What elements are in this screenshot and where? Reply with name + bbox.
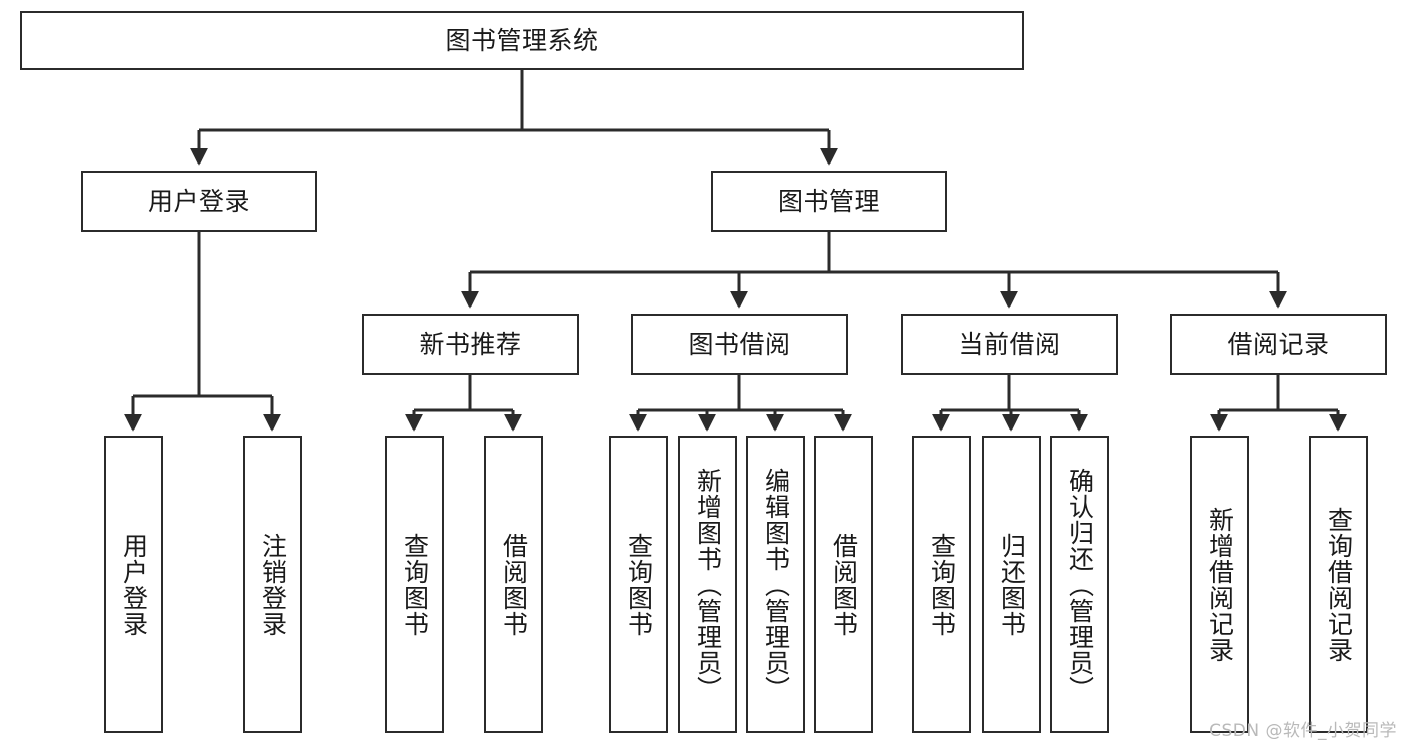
leaf-query-book-new-label: 查询图书 [400, 532, 430, 637]
node-current-borrow-label: 当前借阅 [958, 329, 1061, 359]
leaf-add-borrow-record[interactable]: 新增借阅记录 [1190, 436, 1249, 733]
leaf-return-book-label: 归还图书 [997, 532, 1027, 637]
leaf-query-book-borrow-label: 查询图书 [624, 532, 654, 637]
leaf-edit-book-admin-label: 编辑图书（管理员） [761, 467, 791, 702]
leaf-user-login[interactable]: 用户登录 [104, 436, 163, 733]
node-book-manage-label: 图书管理 [777, 186, 880, 216]
leaf-logout-login[interactable]: 注销登录 [243, 436, 302, 733]
leaf-logout-login-label: 注销登录 [258, 532, 288, 637]
leaf-confirm-return[interactable]: 确认归还（管理员） [1050, 436, 1109, 733]
node-user-login-label: 用户登录 [147, 186, 250, 216]
node-root-label: 图书管理系统 [445, 25, 599, 55]
leaf-borrow-book-new[interactable]: 借阅图书 [484, 436, 543, 733]
leaf-query-book-current[interactable]: 查询图书 [912, 436, 971, 733]
node-borrow-record[interactable]: 借阅记录 [1170, 314, 1387, 375]
leaf-confirm-return-label: 确认归还（管理员） [1065, 467, 1095, 702]
leaf-edit-book-admin[interactable]: 编辑图书（管理员） [746, 436, 805, 733]
node-book-borrow[interactable]: 图书借阅 [631, 314, 848, 375]
leaf-add-book-admin-label: 新增图书（管理员） [693, 467, 723, 702]
node-book-borrow-label: 图书借阅 [688, 329, 791, 359]
leaf-borrow-book-label: 借阅图书 [829, 532, 859, 637]
leaf-query-book-current-label: 查询图书 [927, 532, 957, 637]
leaf-user-login-label: 用户登录 [119, 532, 149, 637]
leaf-query-borrow-record[interactable]: 查询借阅记录 [1309, 436, 1368, 733]
node-root[interactable]: 图书管理系统 [20, 11, 1024, 70]
node-book-manage[interactable]: 图书管理 [711, 171, 947, 232]
leaf-query-borrow-record-label: 查询借阅记录 [1324, 506, 1354, 663]
leaf-add-borrow-record-label: 新增借阅记录 [1205, 506, 1235, 663]
leaf-borrow-book-new-label: 借阅图书 [499, 532, 529, 637]
node-current-borrow[interactable]: 当前借阅 [901, 314, 1118, 375]
leaf-query-book-new[interactable]: 查询图书 [385, 436, 444, 733]
leaf-add-book-admin[interactable]: 新增图书（管理员） [678, 436, 737, 733]
node-borrow-record-label: 借阅记录 [1227, 329, 1330, 359]
leaf-borrow-book[interactable]: 借阅图书 [814, 436, 873, 733]
leaf-return-book[interactable]: 归还图书 [982, 436, 1041, 733]
leaf-query-book-borrow[interactable]: 查询图书 [609, 436, 668, 733]
node-user-login[interactable]: 用户登录 [81, 171, 317, 232]
node-new-book-recommend-label: 新书推荐 [419, 329, 522, 359]
node-new-book-recommend[interactable]: 新书推荐 [362, 314, 579, 375]
